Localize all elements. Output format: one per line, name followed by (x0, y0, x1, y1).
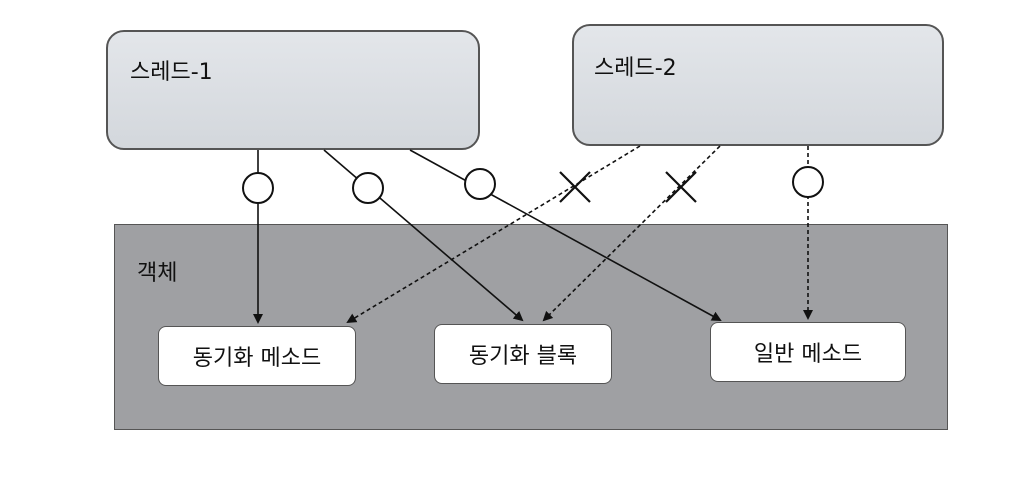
synchronized-method-label: 동기화 메소드 (192, 346, 322, 371)
normal-method-box: 일반 메소드 (710, 322, 906, 382)
thread-2-label: 스레드-2 (594, 56, 677, 81)
synchronized-block-box: 동기화 블록 (434, 324, 612, 384)
synchronized-method-box: 동기화 메소드 (158, 326, 356, 386)
thread-1-label: 스레드-1 (130, 60, 213, 85)
blocked-mark-thread2-sync-block (665, 171, 697, 203)
arrow-thread2-to-sync-block (542, 145, 721, 322)
arrow-thread2-to-sync-method (346, 145, 641, 324)
thread-1-box: 스레드-1 (106, 30, 480, 150)
normal-method-label: 일반 메소드 (753, 342, 863, 367)
allowed-mark-thread1-sync-method (242, 172, 274, 204)
blocked-mark-thread2-sync-method (559, 171, 591, 203)
arrow-thread1-to-normal-method (409, 149, 722, 321)
synchronized-block-label: 동기화 블록 (468, 344, 578, 369)
thread-2-box: 스레드-2 (572, 24, 944, 146)
allowed-mark-thread2-normal-method (792, 166, 824, 198)
allowed-mark-thread1-normal-method (464, 168, 496, 200)
allowed-mark-thread1-sync-block (352, 172, 384, 204)
object-label: 객체 (137, 261, 178, 286)
